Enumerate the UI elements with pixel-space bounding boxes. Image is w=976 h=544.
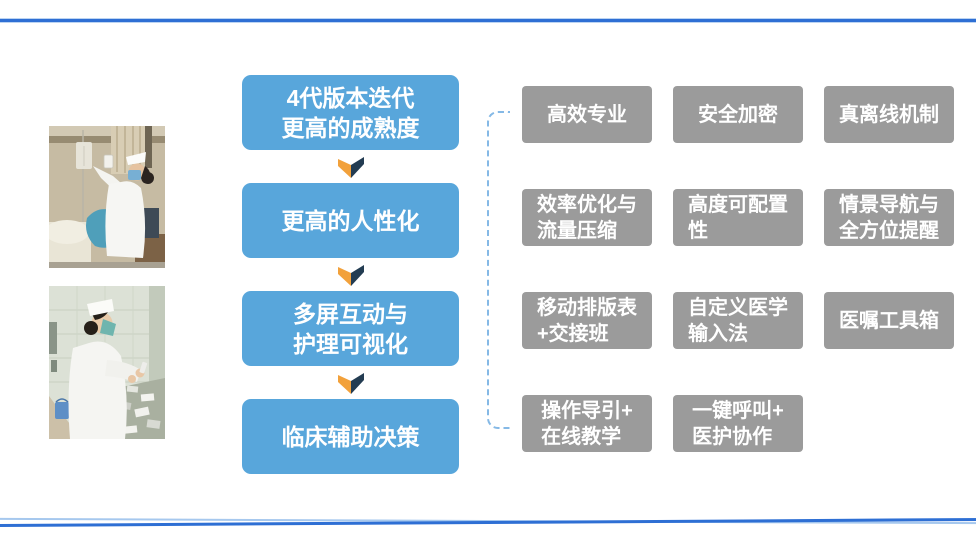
flow-arrow-2 [337,258,365,291]
feature-label: 高度可配置 性 [688,193,788,242]
feature-label: 操作导引+ 在线教学 [541,399,633,448]
feature-label: 安全加密 [698,103,778,126]
feature-label: 医嘱工具箱 [839,309,939,332]
photo-nurse-preparing-medication [49,286,165,439]
feature-onekey-call-collaboration: 一键呼叫+ 医护协作 [673,395,803,452]
feature-efficiency-optimization: 效率优化与 流量压缩 [522,189,652,246]
feature-order-toolbox: 医嘱工具箱 [824,292,954,349]
chevron-down-icon [337,264,364,286]
feature-label: 移动排版表 +交接班 [537,296,637,345]
photo-nurse-adjusting-iv [49,126,165,268]
flow-step-humanization: 更高的人性化 [242,183,459,258]
flow-arrow-1 [337,150,365,183]
feature-highly-configurable: 高度可配置 性 [673,189,803,246]
feature-custom-medical-input: 自定义医学 输入法 [673,292,803,349]
dashed-bracket-connector [487,111,510,429]
flow-arrow-3 [337,366,365,399]
feature-efficient-professional: 高效专业 [522,86,652,143]
flow-step-multiscreen-visualization: 多屏互动与 护理可视化 [242,291,459,366]
feature-grid: 高效专业 安全加密 真离线机制 效率优化与 流量压缩 高度可配置 性 情景导航与… [522,86,954,452]
feature-guided-operation-teaching: 操作导引+ 在线教学 [522,395,652,452]
feature-context-navigation: 情景导航与 全方位提醒 [824,189,954,246]
feature-label: 情景导航与 全方位提醒 [839,193,939,242]
feature-label: 真离线机制 [839,103,939,126]
feature-mobile-schedule-handover: 移动排版表 +交接班 [522,292,652,349]
chevron-down-icon [337,372,364,394]
top-divider-line [0,18,976,23]
flow-step-version-iteration: 4代版本迭代 更高的成熟度 [242,75,459,150]
feature-label: 一键呼叫+ 医护协作 [692,399,784,448]
flow-step-clinical-decision: 临床辅助决策 [242,399,459,474]
feature-label: 效率优化与 流量压缩 [537,193,637,242]
feature-label: 自定义医学 输入法 [688,296,788,345]
feature-secure-encryption: 安全加密 [673,86,803,143]
feature-label: 高效专业 [547,103,627,126]
version-flow-column: 4代版本迭代 更高的成熟度 更高的人性化 多屏互动与 护理可视化 临床辅助决策 [242,75,459,474]
chevron-down-icon [337,156,364,178]
feature-true-offline: 真离线机制 [824,86,954,143]
